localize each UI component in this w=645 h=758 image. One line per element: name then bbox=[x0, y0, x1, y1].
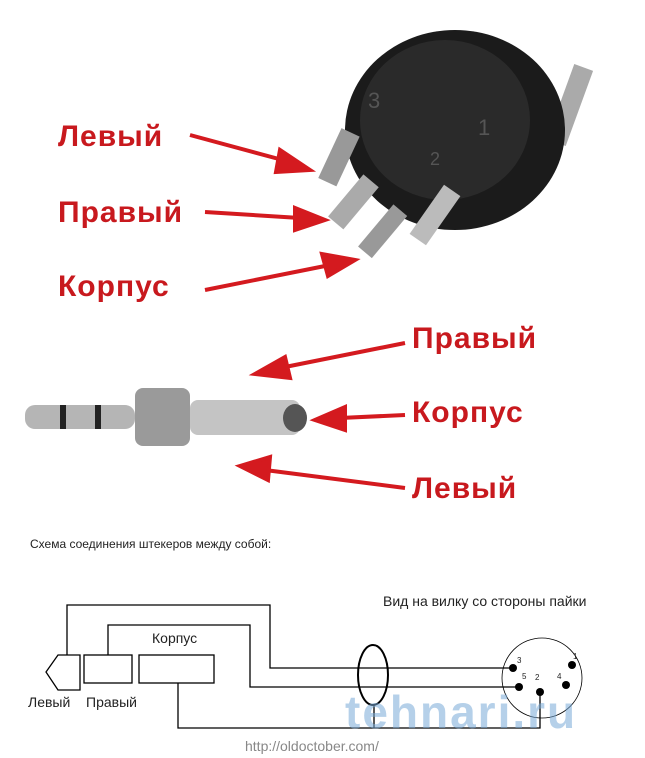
source-url: http://oldoctober.com/ bbox=[245, 738, 379, 754]
watermark: tehnari.ru bbox=[345, 686, 578, 738]
view-label: Вид на вилку со стороны пайки bbox=[383, 593, 587, 609]
pin-label-3: 3 bbox=[517, 656, 522, 665]
left-label: Левый bbox=[28, 694, 71, 710]
body-sleeve bbox=[138, 654, 215, 684]
shield-ellipse bbox=[357, 644, 389, 706]
din-pin-label: 1 bbox=[478, 115, 490, 140]
pin-label-4: 4 bbox=[557, 672, 562, 681]
jack-plug-photo bbox=[25, 388, 307, 446]
din-pin-label: 2 bbox=[430, 149, 440, 169]
jack-label-left: Левый bbox=[412, 472, 518, 505]
label-body: Корпус bbox=[58, 270, 170, 303]
pin-label-5: 5 bbox=[522, 672, 527, 681]
label-left: Левый bbox=[58, 120, 164, 153]
din-socket-circle bbox=[501, 637, 583, 719]
pin-label-2: 2 bbox=[535, 673, 540, 682]
right-ring bbox=[83, 654, 133, 684]
right-label: Правый bbox=[86, 694, 137, 710]
jack-label-body: Корпус bbox=[412, 396, 524, 429]
wiring-schematic bbox=[45, 604, 583, 729]
schema-caption: Схема соединения штекеров между собой: bbox=[30, 537, 272, 551]
jack-label-right: Правый bbox=[412, 322, 538, 355]
din-plug-photo: 3 1 2 bbox=[318, 30, 594, 259]
label-right: Правый bbox=[58, 196, 184, 229]
pin-label-1: 1 bbox=[573, 652, 578, 661]
left-tip bbox=[45, 654, 81, 691]
din-pin-label: 3 bbox=[368, 88, 380, 113]
arrows bbox=[189, 133, 406, 490]
body-label: Корпус bbox=[152, 630, 198, 646]
